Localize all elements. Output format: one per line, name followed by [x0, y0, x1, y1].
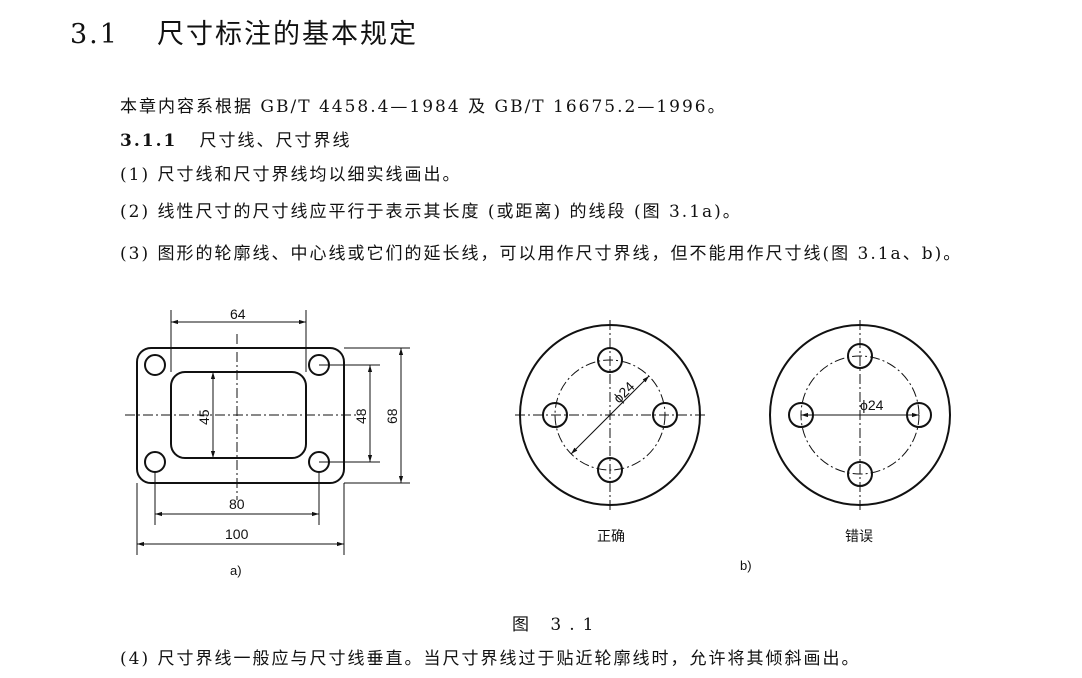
dim-64: 64 [230, 306, 246, 322]
section-heading: 尺寸标注的基本规定 [156, 19, 418, 50]
figure-b-label: b) [740, 558, 752, 573]
intro-text: 本章内容系根据 GB/T 4458.4—1984 及 GB/T 16675.2—… [120, 97, 727, 117]
figure-b-wrong [769, 320, 951, 512]
dim-45: 45 [196, 409, 212, 425]
dim-100: 100 [225, 526, 249, 542]
diameter-correct: ϕ24 [610, 378, 638, 406]
hole-bottom-left [144, 451, 166, 473]
correct-label: 正确 [597, 528, 625, 544]
subsection-heading: 3.1.1 尺寸线、尺寸界线 [120, 126, 352, 151]
item-2: (2) 线性尺寸的尺寸线应平行于表示其长度 (或距离) 的线段 (图 3.1a)… [120, 202, 742, 222]
figure-a-label: a) [230, 563, 242, 578]
item-3: (3) 图形的轮廓线、中心线或它们的延长线，可以用作尺寸界线，但不能用作尺寸线(… [120, 244, 963, 264]
item-4: (4) 尺寸界线一般应与尺寸线垂直。当尺寸界线过于贴近轮廓线时，允许将其倾斜画出… [120, 649, 861, 669]
dim-48: 48 [353, 408, 369, 424]
figure-3-1: 64 45 48 68 80 100 a) ϕ24 正确 ϕ24 错误 b) [125, 306, 951, 578]
subsection-number: 3.1.1 [120, 131, 178, 151]
section-number: 3.1 [70, 19, 119, 50]
figure-a-dimension-lines [136, 310, 410, 555]
figure-caption: 图 3.1 [512, 615, 602, 635]
item-1: (1) 尺寸线和尺寸界线均以细实线画出。 [120, 165, 462, 185]
subsection-title: 尺寸线、尺寸界线 [199, 131, 352, 151]
wrong-label: 错误 [845, 528, 873, 544]
hole-top-left [144, 354, 166, 376]
figure-b-correct [515, 320, 705, 512]
dim-68: 68 [384, 408, 400, 424]
section-title: 3.1 尺寸标注的基本规定 [70, 12, 418, 51]
figure-a-centerlines [125, 334, 356, 500]
dim-80: 80 [229, 496, 245, 512]
diameter-wrong: ϕ24 [860, 397, 884, 413]
